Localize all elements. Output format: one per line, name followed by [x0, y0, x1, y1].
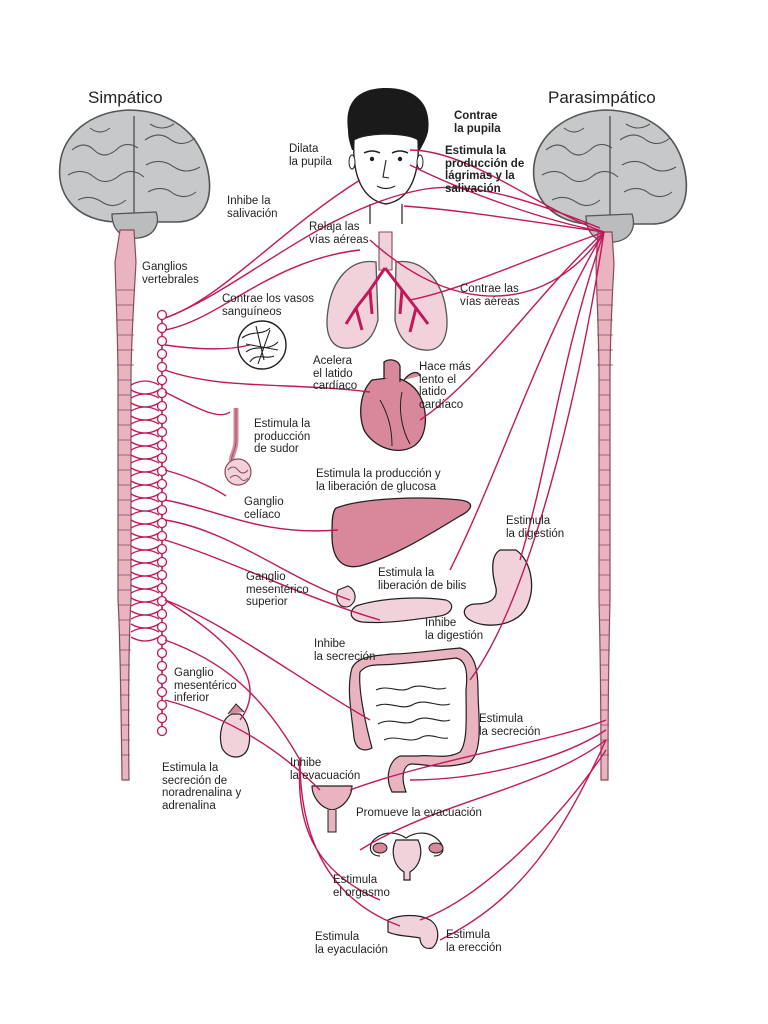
label-estimula-orgasmo: Estimula el orgasmo [333, 874, 390, 899]
parasympathetic-nerve-fibers [349, 149, 607, 941]
sympathetic-rami [130, 380, 160, 642]
label-estimula-secrecion: Estimula la secreción [479, 713, 541, 738]
label-lento-latido: Hace más lento el latido cardíaco [419, 361, 471, 411]
label-contrae-pupila: Contrae la pupila [454, 110, 501, 135]
label-estimula-eyaculacion: Estimula la eyaculación [315, 931, 388, 956]
sympathetic-ganglia-chain [156, 309, 168, 737]
bladder-illustration [311, 785, 353, 833]
label-estimula-ereccion: Estimula la erección [446, 929, 502, 954]
lungs-illustration [326, 231, 448, 351]
label-ganglio-celiaco: Ganglio celíaco [244, 496, 284, 521]
uterus-illustration [369, 832, 444, 881]
heart-illustration [360, 359, 426, 451]
label-estimula-digestion: Estimula la digestión [506, 515, 565, 540]
sympathetic-brain [58, 109, 211, 239]
label-promueve-evacuacion: Promueve la evacuación [356, 807, 482, 819]
kidney-adrenal-illustration [219, 703, 251, 758]
label-ganglio-mesenterico-inferior: Ganglio mesentérico inferior [174, 667, 237, 704]
label-contrae-vias: Contrae las vías aéreas [460, 283, 520, 308]
penis-illustration [387, 914, 439, 949]
gallbladder-pancreas-illustration [336, 585, 453, 624]
blood-vessels-illustration [237, 320, 287, 370]
liver-illustration [331, 497, 472, 568]
parasympathetic-brain [532, 109, 688, 243]
sympathetic-nerve-fibers [164, 179, 601, 927]
stomach-illustration [463, 549, 533, 626]
label-dilata-pupila: Dilata la pupila [289, 143, 332, 168]
label-estimula-bilis: Estimula la liberación de bilis [378, 567, 467, 592]
label-estimula-sudor: Estimula la producción de sudor [254, 418, 311, 455]
label-inhibe-evacuacion: Inhibe la evacuación [290, 757, 361, 782]
intestines-illustration [348, 647, 480, 793]
label-inhibe-salivacion: Inhibe la salivación [227, 195, 278, 220]
label-estimula-lagrimas: Estimula la producción de lágrimas y la … [445, 145, 525, 195]
label-ganglio-mesenterico-superior: Ganglio mesentérico superior [246, 571, 309, 608]
sympathetic-header: Simpático [88, 88, 163, 107]
label-relaja-vias: Relaja las vías aéreas [309, 221, 369, 246]
parasympathetic-spinal-cord [595, 231, 615, 781]
label-estimula-noradrenalina: Estimula la secreción de noradrenalina y… [162, 762, 242, 812]
label-ganglios-vertebrales: Ganglios vertebrales [142, 261, 199, 286]
label-inhibe-secrecion: Inhibe la secreción [314, 638, 376, 663]
label-estimula-glucosa: Estimula la producción y la liberación d… [316, 468, 441, 493]
parasympathetic-header: Parasimpático [548, 88, 656, 107]
sympathetic-spinal-cord [114, 229, 137, 781]
label-contrae-vasos: Contrae los vasos sanguíneos [222, 293, 315, 318]
face-illustration [347, 88, 429, 224]
label-inhibe-digestion: Inhibe la digestión [425, 617, 484, 642]
label-acelera-latido: Acelera el latido cardíaco [313, 355, 358, 392]
sweat-gland-illustration [224, 408, 252, 486]
